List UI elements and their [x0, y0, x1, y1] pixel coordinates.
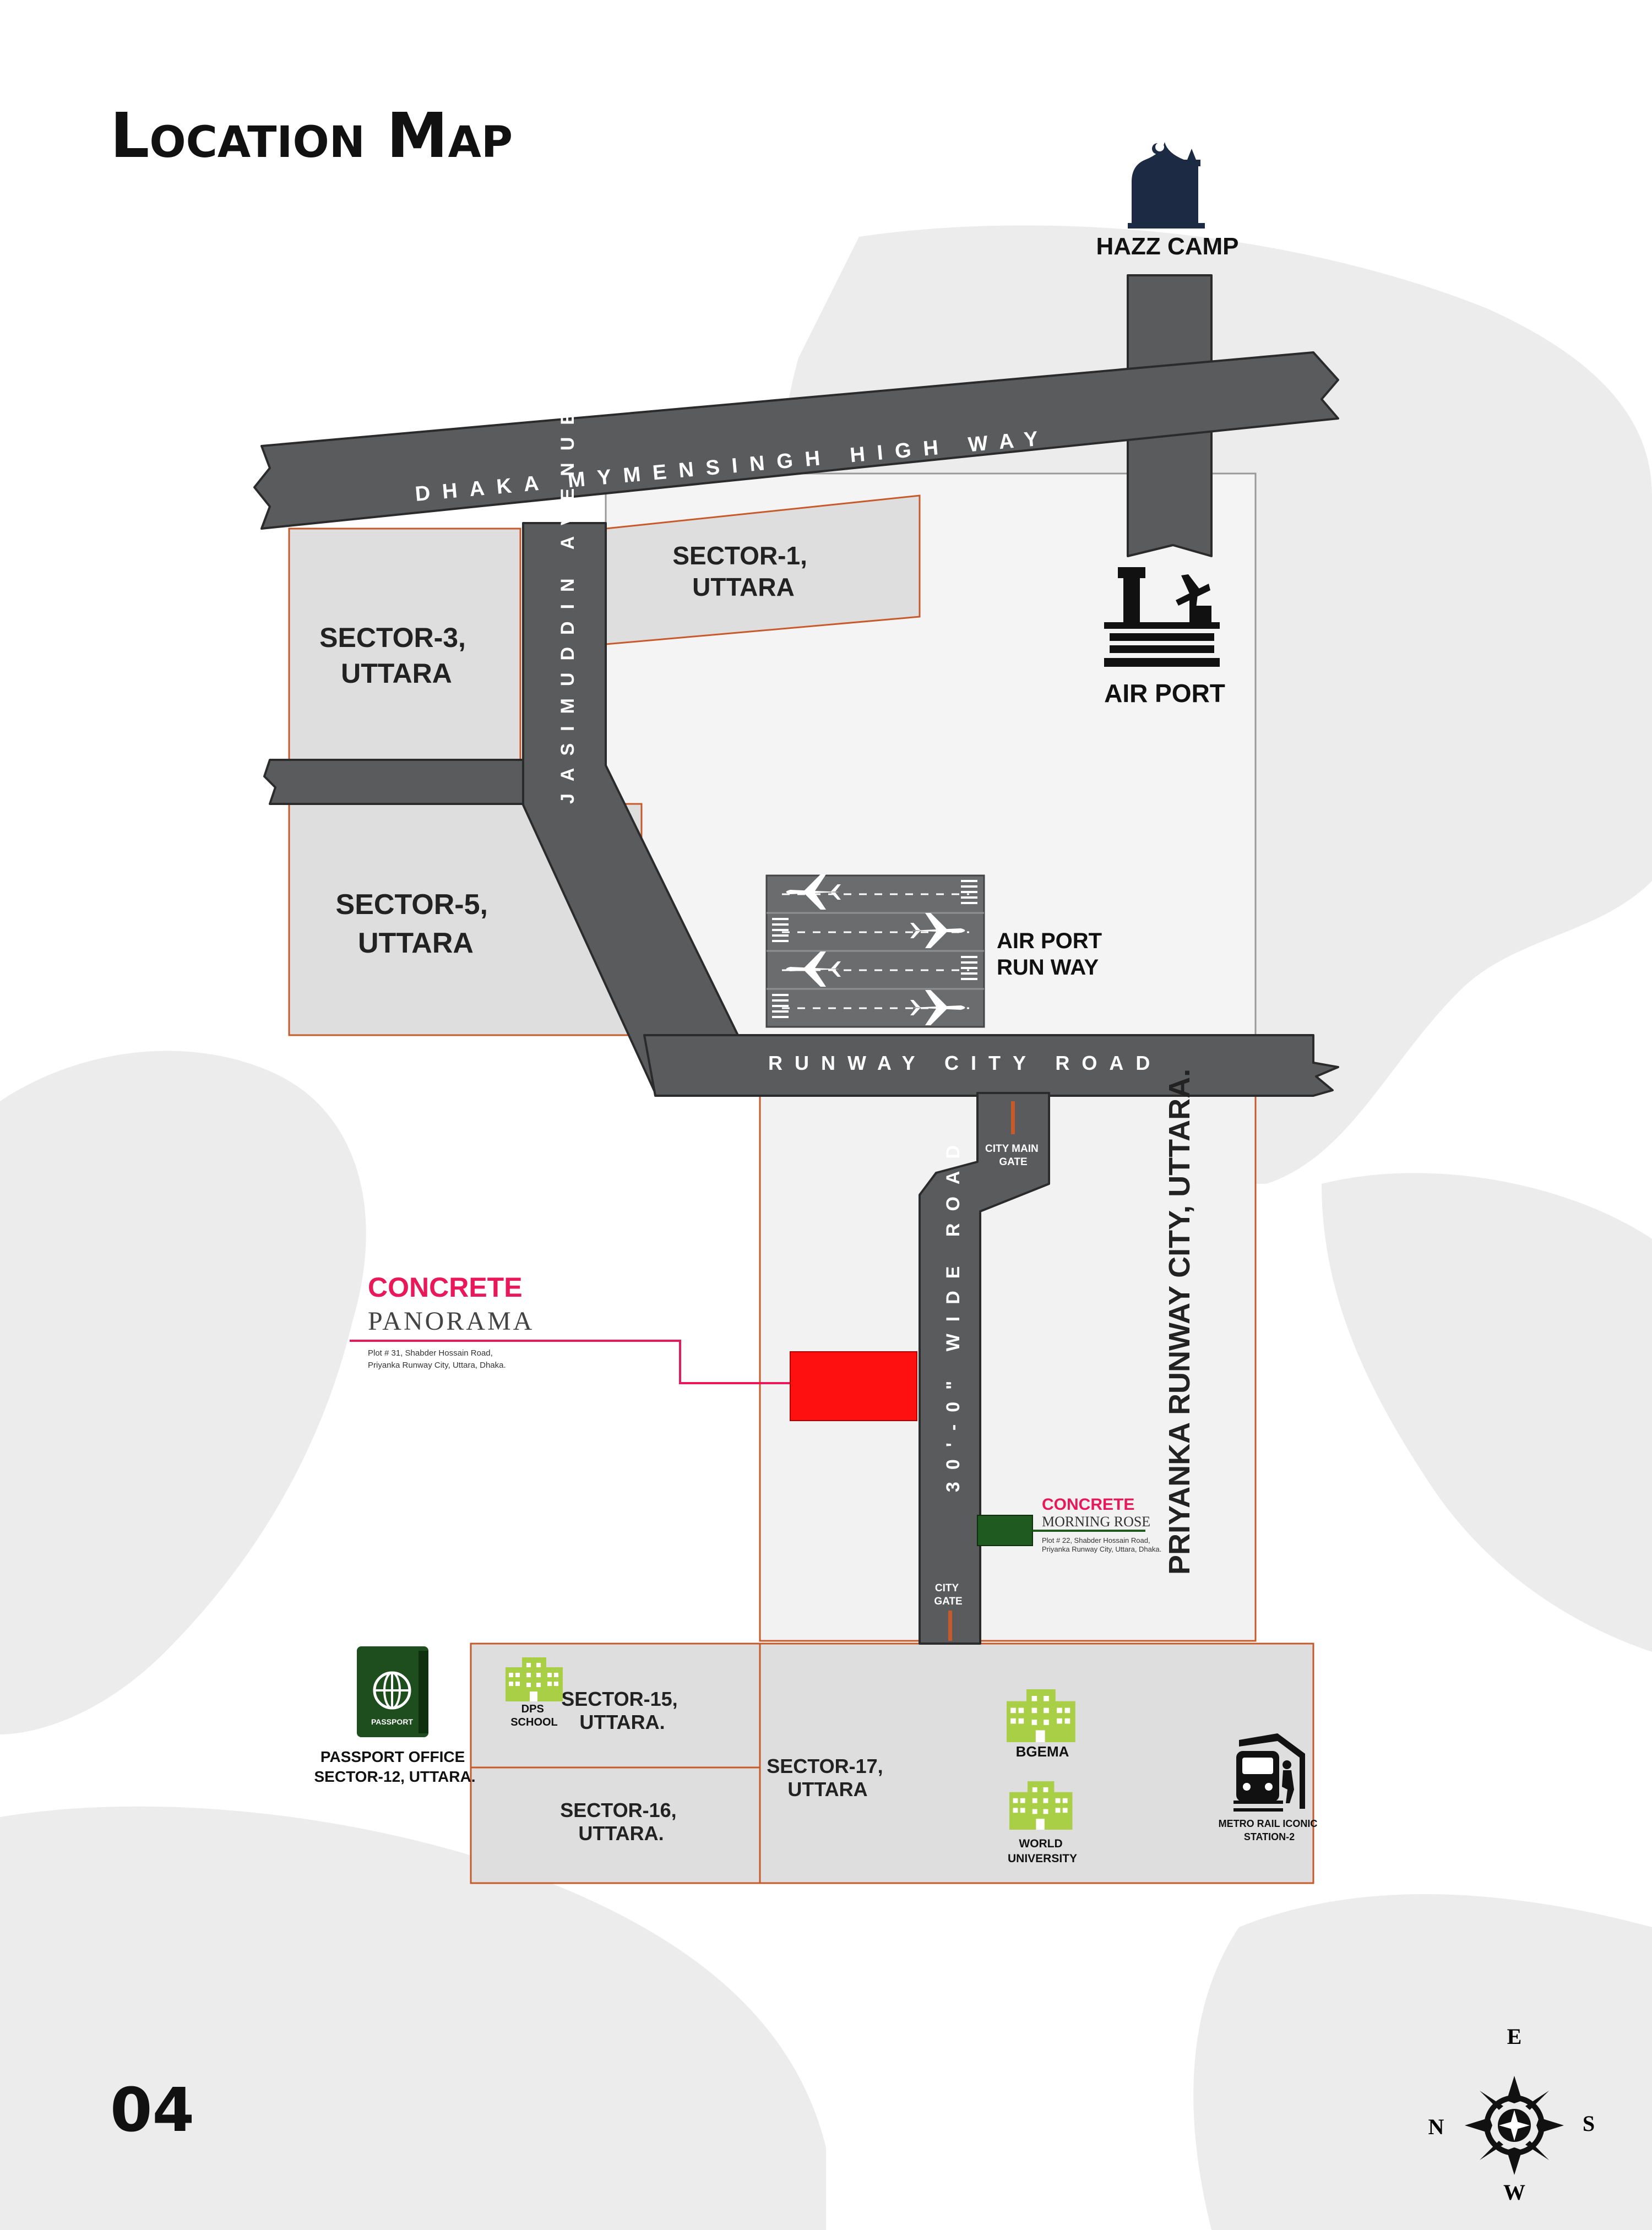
- city-main-gate-marker: [1011, 1101, 1015, 1134]
- city-gate-label: CITY GATE: [934, 1582, 962, 1607]
- sector-16-block: [470, 1766, 761, 1884]
- sector-1-line1: SECTOR-1,: [672, 541, 807, 570]
- passport-office-line1: PASSPORT OFFICE: [320, 1748, 465, 1765]
- panorama-address: Plot # 31, Shabder Hossain Road, Priyank…: [368, 1348, 506, 1370]
- city-main-gate-line2: GATE: [999, 1156, 1027, 1168]
- sector-17-block: [759, 1642, 1314, 1884]
- panorama-address-line1: Plot # 31, Shabder Hossain Road,: [368, 1348, 493, 1358]
- sector-17-line2: UTTARA: [787, 1778, 867, 1801]
- metro-rail-line1: METRO RAIL ICONIC: [1219, 1818, 1318, 1829]
- passport-office-label: PASSPORT OFFICE SECTOR-12, UTTARA.: [314, 1748, 476, 1785]
- roads: [253, 274, 1339, 1645]
- morning-rose-brand: CONCRETE: [1042, 1495, 1134, 1514]
- sector-16-line1: SECTOR-16,: [560, 1799, 676, 1821]
- compass-top-label: E: [1507, 2024, 1522, 2049]
- sector-15-block: [470, 1642, 761, 1769]
- morning-rose-address: Plot # 22, Shabder Hossain Road, Priyank…: [1042, 1536, 1161, 1553]
- sector-5-line2: UTTARA: [358, 927, 474, 959]
- panorama-name: PANORAMA: [368, 1307, 534, 1336]
- sector-17-line1: SECTOR-17,: [767, 1755, 883, 1777]
- world-university-line1: WORLD: [1019, 1837, 1062, 1850]
- sector-3-line1: SECTOR-3,: [319, 622, 466, 653]
- sector-3-line2: UTTARA: [341, 658, 452, 689]
- sector-15-line1: SECTOR-15,: [561, 1688, 677, 1710]
- compass-right-label: S: [1583, 2111, 1595, 2136]
- airport-runway-graphic: [765, 874, 985, 1028]
- sector-1-line2: UTTARA: [692, 573, 795, 601]
- dps-school-line2: SCHOOL: [510, 1716, 558, 1728]
- passport-badge-text: PASSPORT: [371, 1717, 413, 1726]
- sector-5-label: SECTOR-5, UTTARA: [336, 889, 496, 959]
- city-gate-marker: [948, 1611, 952, 1641]
- dps-school-line1: DPS: [521, 1703, 544, 1715]
- priyanka-area-label: PRIYANKA RUNWAY CITY, UTTARA.: [1163, 1069, 1196, 1575]
- morning-rose-address-line2: Priyanka Runway City, Uttara, Dhaka.: [1042, 1545, 1161, 1553]
- sector-17-label: SECTOR-17, UTTARA: [767, 1755, 888, 1801]
- compass-bottom-label: W: [1503, 2180, 1525, 2205]
- airport-label: AIR PORT: [1104, 679, 1225, 708]
- sector-15-label: SECTOR-15, UTTARA.: [561, 1688, 683, 1733]
- panorama-address-line2: Priyanka Runway City, Uttara, Dhaka.: [368, 1361, 506, 1370]
- sector-16-line2: UTTARA.: [578, 1822, 664, 1845]
- runway-line2: RUN WAY: [997, 955, 1099, 980]
- city-main-gate-label: CITY MAIN GATE: [985, 1143, 1041, 1168]
- passport-office-line2: SECTOR-12, UTTARA.: [314, 1768, 476, 1785]
- page-number: 04: [110, 2075, 194, 2145]
- mosque-icon: [1128, 142, 1205, 229]
- sector-16-label: SECTOR-16, UTTARA.: [560, 1799, 682, 1845]
- metro-rail-icon: [1233, 1733, 1305, 1812]
- dps-school-label: DPS SCHOOL: [510, 1703, 558, 1728]
- runway-city-road-label: RUNWAY CITY ROAD: [768, 1052, 1162, 1074]
- runway-line1: AIR PORT: [997, 929, 1102, 953]
- sector-15-line2: UTTARA.: [579, 1711, 665, 1733]
- panorama-plot: [790, 1351, 917, 1421]
- concrete-morning-rose-callout: CONCRETE MORNING ROSE Plot # 22, Shabder…: [977, 1495, 1161, 1553]
- runway-label: AIR PORT RUN WAY: [997, 929, 1108, 980]
- metro-rail-line2: STATION-2: [1244, 1831, 1295, 1842]
- morning-rose-address-line1: Plot # 22, Shabder Hossain Road,: [1042, 1536, 1150, 1544]
- city-gate-line1: CITY: [935, 1582, 959, 1594]
- world-university-line2: UNIVERSITY: [1008, 1852, 1077, 1865]
- wide-road-label: 30'-0" WIDE ROAD: [943, 1133, 964, 1492]
- city-gate-line2: GATE: [934, 1596, 962, 1607]
- page-title: Location Map: [110, 100, 513, 172]
- jasimuddin-label: JASIMUDDIN AVENUE: [557, 400, 578, 804]
- sector-5-line1: SECTOR-5,: [336, 889, 488, 921]
- metro-rail-label: METRO RAIL ICONIC STATION-2: [1219, 1818, 1320, 1842]
- airport-icon: [1104, 567, 1220, 667]
- sector-1-label: SECTOR-1, UTTARA: [672, 541, 814, 601]
- compass-rose-icon: [1465, 2076, 1564, 2175]
- morning-rose-plot: [977, 1515, 1033, 1546]
- passport-icon: PASSPORT: [357, 1646, 428, 1737]
- city-main-gate-line1: CITY MAIN: [985, 1143, 1039, 1155]
- bgema-label: BGEMA: [1016, 1743, 1069, 1760]
- panorama-brand: CONCRETE: [368, 1272, 523, 1303]
- world-university-label: WORLD UNIVERSITY: [1008, 1837, 1077, 1865]
- compass-left-label: N: [1428, 2114, 1444, 2139]
- sector-3-label: SECTOR-3, UTTARA: [319, 622, 474, 689]
- concrete-panorama-callout: CONCRETE PANORAMA Plot # 31, Shabder Hos…: [350, 1272, 917, 1421]
- morning-rose-name: MORNING ROSE: [1042, 1514, 1150, 1530]
- hazz-camp-label: HAZZ CAMP: [1096, 233, 1238, 260]
